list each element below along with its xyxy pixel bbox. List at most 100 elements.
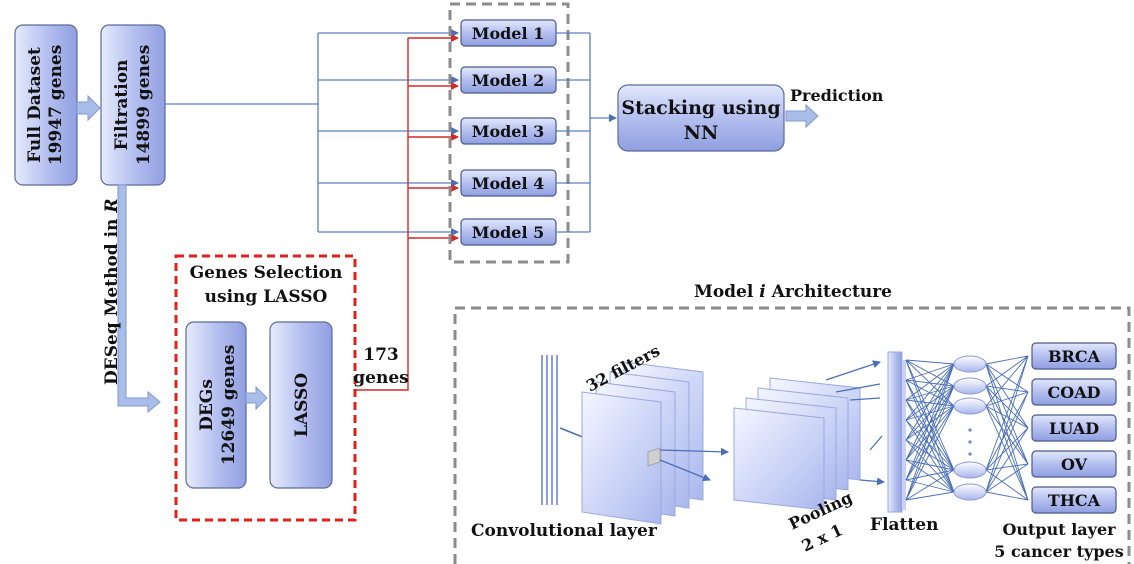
output-label-brca: BRCA <box>1048 347 1101 366</box>
dense-link <box>985 405 1029 465</box>
conv-to-pool-arrows <box>659 447 729 482</box>
dense-link <box>905 385 955 421</box>
full-dataset-line2: 19947 genes <box>46 45 66 166</box>
dense-link <box>985 491 1029 501</box>
filtration-line2: 14899 genes <box>134 45 154 166</box>
branch-lines <box>165 29 459 236</box>
model-box-3: Model 3 <box>460 117 557 145</box>
dense-link <box>905 459 955 493</box>
dense-link <box>985 355 1029 407</box>
dense-link <box>905 363 955 501</box>
hidden-nodes <box>953 355 987 501</box>
model-label-4: Model 4 <box>472 174 545 193</box>
pool-to-flatten-arrows <box>825 360 885 486</box>
dense-link <box>985 463 1029 471</box>
model-box-5: Model 5 <box>460 218 557 246</box>
architecture-group <box>453 306 1131 564</box>
pooling-layers <box>733 377 861 511</box>
flatten-layer <box>887 351 906 513</box>
dense-link <box>905 363 955 401</box>
dense-link <box>905 359 955 365</box>
dense-link <box>905 363 955 381</box>
output-label-ov: OV <box>1061 455 1088 474</box>
input-layer <box>541 355 558 505</box>
ellipsis-dot <box>968 428 972 432</box>
models-group <box>448 2 570 264</box>
hidden-node <box>953 483 987 501</box>
output-box-coad: COAD <box>1031 378 1117 406</box>
dense-link <box>985 385 1029 429</box>
lasso-group-title-line2: using LASSO <box>205 287 328 307</box>
output-boxes: BRCA COAD LUAD OV THCA <box>1031 342 1117 514</box>
output-label-line2: 5 cancer types <box>994 542 1123 561</box>
conv-filters <box>581 361 704 525</box>
filtration-box: Filtration 14899 genes <box>100 24 166 186</box>
dense-link <box>905 379 955 471</box>
dense-link <box>905 439 955 493</box>
dense-link <box>985 405 1029 429</box>
output-label-line1: Output layer <box>1002 520 1116 539</box>
dense-link <box>905 359 955 493</box>
model-label-1: Model 1 <box>472 24 545 43</box>
dense-link <box>905 363 955 481</box>
dense-link <box>985 363 1029 393</box>
dense-link <box>905 399 955 471</box>
output-box-brca: BRCA <box>1031 342 1117 370</box>
architecture-title: Model i Architecture <box>694 282 892 302</box>
conv-label: Convolutional layer <box>471 521 658 541</box>
merge-lines <box>556 32 617 233</box>
lasso-group <box>174 254 357 522</box>
ellipsis-dot <box>968 440 972 444</box>
hidden-node <box>953 397 987 415</box>
dense-link <box>905 379 955 493</box>
dense-connections <box>905 355 1029 501</box>
dense-link <box>905 385 955 401</box>
lasso-branch-lines <box>355 34 459 391</box>
output-label-coad: COAD <box>1048 383 1101 402</box>
dense-link <box>905 405 955 501</box>
dense-link <box>905 491 955 501</box>
hidden-node <box>953 461 987 479</box>
output-box-thca: THCA <box>1031 486 1117 514</box>
model-label-5: Model 5 <box>472 223 545 242</box>
dense-link <box>905 385 955 501</box>
genes-173-line1: 173 <box>363 345 399 365</box>
model-box-4: Model 4 <box>460 169 557 197</box>
dense-link <box>905 419 955 471</box>
prediction-label: Prediction <box>790 86 884 105</box>
dense-link <box>985 355 1029 493</box>
model-label-2: Model 2 <box>472 71 545 90</box>
dense-link <box>985 427 1029 471</box>
dense-link <box>905 379 955 387</box>
degs-to-lasso-arrow <box>245 385 268 411</box>
dense-link <box>905 359 955 471</box>
degs-box: DEGs 12649 genes <box>185 321 247 489</box>
flow-arrow-1 <box>76 94 101 122</box>
dense-link <box>905 399 955 493</box>
output-box-ov: OV <box>1031 450 1117 478</box>
dense-link <box>985 355 1029 365</box>
dense-link <box>985 463 1029 493</box>
stacking-line1: Stacking using <box>621 97 780 119</box>
model-label-3: Model 3 <box>472 122 545 141</box>
flatten-label: Flatten <box>870 515 938 535</box>
dense-link <box>985 363 1029 429</box>
dense-link <box>905 469 955 501</box>
dense-link <box>985 391 1029 493</box>
model-boxes: Model 1 Model 2 Model 3 Model 4 Model 5 <box>460 19 557 246</box>
dense-link <box>905 363 955 461</box>
lasso-box: LASSO <box>269 321 333 489</box>
full-dataset-box: Full Dataset 19947 genes <box>14 24 78 186</box>
lasso-label: LASSO <box>292 373 312 437</box>
output-box-luad: LUAD <box>1031 414 1117 442</box>
dense-link <box>985 391 1029 471</box>
hidden-node <box>953 377 987 395</box>
model-box-2: Model 2 <box>460 66 557 94</box>
model-box-1: Model 1 <box>460 19 557 47</box>
degs-line1: DEGs <box>197 379 217 431</box>
lasso-group-title-line1: Genes Selection <box>190 263 343 283</box>
deseq-label: DESeq Method in R <box>102 199 122 385</box>
dense-link <box>985 385 1029 393</box>
output-label-thca: THCA <box>1048 491 1101 510</box>
dense-link <box>985 363 1029 501</box>
